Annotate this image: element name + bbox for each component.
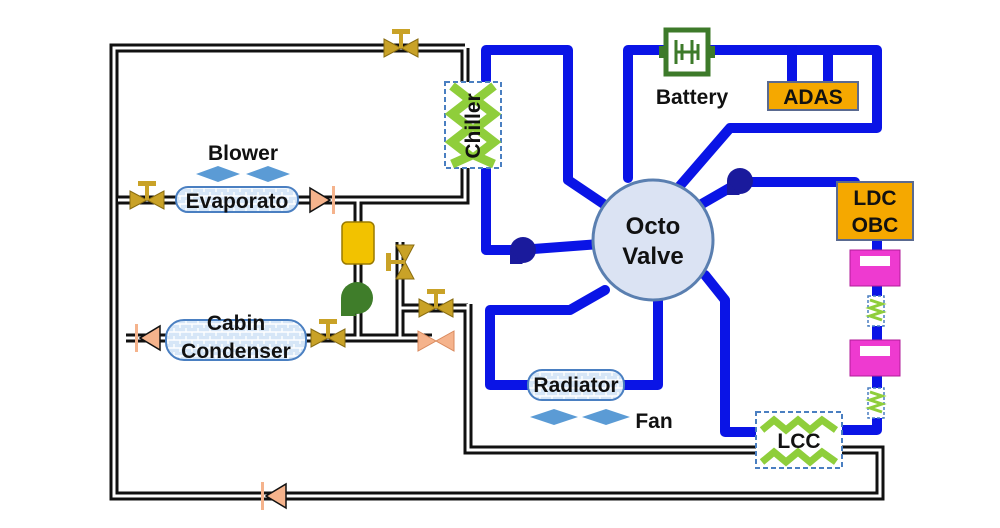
fan-icon [530,409,630,425]
pump-right-icon [727,168,753,195]
expansion-valve-vertical[interactable] [386,244,415,280]
coolant-adas-line [787,45,833,87]
coolant-lcc-line [700,270,765,437]
heat-sink-bottom-icon [865,387,887,419]
coolant-chiller-pump [481,155,605,255]
coolant-ldc-line [695,177,860,215]
accumulator [341,221,375,265]
refrigerant-chiller-line [118,48,470,205]
cabin-condenser-label-line2: Condenser [181,340,291,363]
ldc-label: LDC [853,187,896,210]
compressor-icon [341,282,373,316]
coolant-chiller-top [481,45,625,220]
expansion-valve-evaporator[interactable] [129,181,165,210]
fan-label: Fan [635,410,672,433]
inverter-bottom-icon [849,339,901,377]
chiller-icon [444,81,502,169]
blower-label: Blower [208,142,278,165]
cabin-condenser-label-line1: Cabin [207,312,265,335]
radiator-icon [527,369,625,401]
coolant-radiator-out [615,295,663,390]
battery-label: Battery [656,86,729,109]
expansion-valve-condenser[interactable] [310,319,346,348]
radiator-label: Radiator [533,374,618,397]
lcc-label: LCC [777,430,820,453]
evaporator-icon [175,186,299,213]
expansion-valve-top[interactable] [383,29,419,58]
pump-left-icon [510,237,536,264]
evaporator-label: Evaporato [186,190,289,213]
blower-fan-icon [196,166,290,182]
condenser-icon [165,319,307,361]
octo-valve-label-line2: Valve [622,243,683,270]
coolant-battery-loop [623,45,882,200]
heat-sink-top-icon [865,295,887,327]
ldc-obc-box [836,181,914,241]
inverter-top-icon [849,249,901,287]
coolant-radiator-in [485,285,610,390]
adas-box [767,81,859,111]
obc-label: OBC [852,214,899,237]
chiller-label: Chiller [462,93,485,158]
octo-valve-label-line1: Octo [626,213,681,240]
adas-label: ADAS [783,86,843,109]
check-valve-condenser [135,324,161,352]
lcc-icon [755,411,843,469]
check-valve-bottom [261,482,287,510]
shutoff-valve-condenser-out[interactable] [417,330,455,352]
expansion-valve-cross[interactable] [418,289,454,318]
battery-icon [659,27,715,77]
octo-valve-icon[interactable] [591,178,715,302]
check-valve-evaporator [309,186,335,214]
